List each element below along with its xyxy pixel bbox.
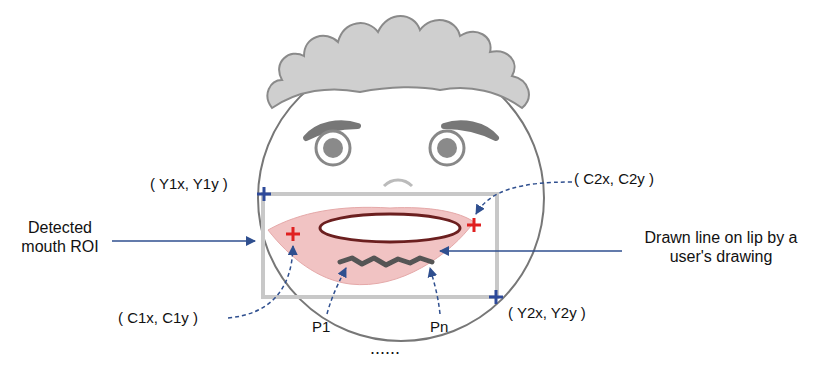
coordinate-label: ( Y2x, Y2y ) [508, 304, 586, 322]
leader-line [476, 182, 572, 214]
leader-line [228, 246, 293, 318]
leader-line [430, 268, 440, 314]
drawn-line [340, 258, 432, 265]
point-label: Pn [430, 318, 448, 336]
hair [267, 16, 528, 108]
pupil [323, 138, 343, 158]
eye [316, 131, 350, 165]
pointer-arrow [440, 250, 622, 252]
region-label: Detected mouth ROI [10, 218, 110, 256]
coordinate-label: ( C2x, C2y ) [574, 170, 654, 188]
ellipsis-label: ...... [370, 338, 400, 360]
lips [268, 207, 474, 284]
coordinate-label: ( Y1x, Y1y ) [150, 175, 228, 193]
face-outline [258, 55, 544, 341]
lip-corner-mark [286, 227, 300, 241]
roi-corner-mark [489, 290, 503, 304]
nose [384, 180, 412, 186]
point-label: P1 [312, 318, 330, 336]
roi-rectangle [263, 194, 497, 297]
coordinate-label: ( C1x, C1y ) [118, 309, 198, 327]
eye [430, 131, 464, 165]
mouth-opening [320, 214, 460, 242]
pointer-arrow [112, 240, 255, 242]
pupil [437, 138, 457, 158]
annotation-label: Drawn line on lip by a user's drawing [626, 228, 816, 266]
leader-line [327, 268, 346, 314]
lip-corner-mark [467, 218, 481, 232]
roi-corner-mark [257, 187, 271, 201]
